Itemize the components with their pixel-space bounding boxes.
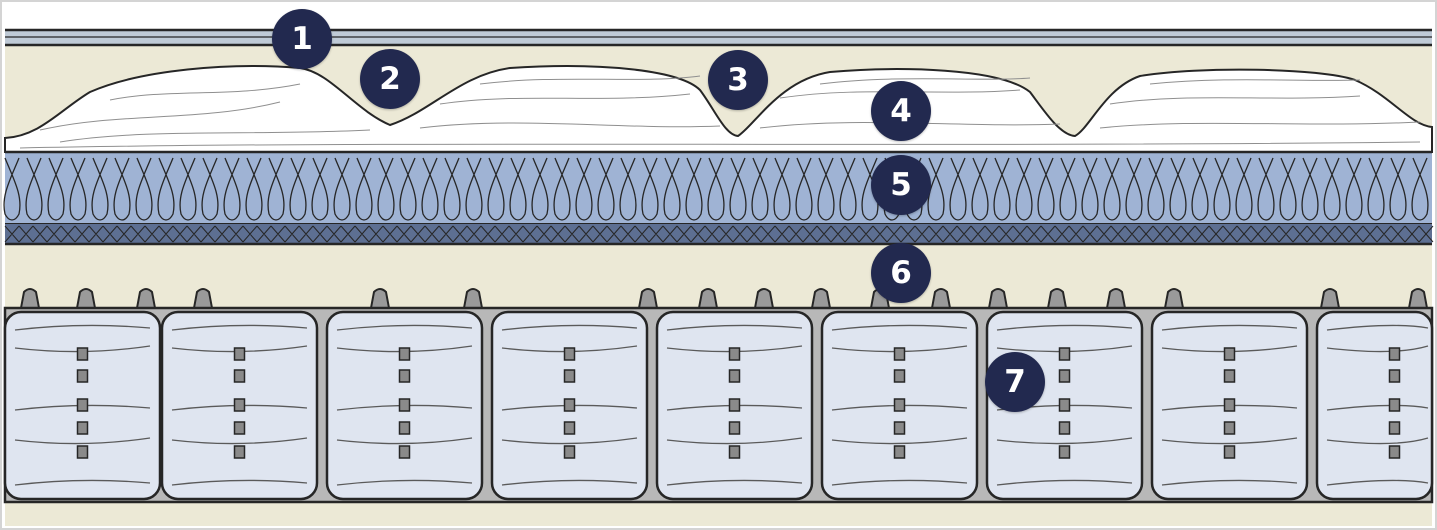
coil-connector-nub [76,288,96,309]
pocket-coil [820,310,979,501]
pocket-coil-layer-graphic [3,306,1434,504]
coil-connector-nub [1320,288,1340,309]
cover-layer-graphic [5,28,1432,47]
layer-marker-6: 6 [871,243,931,303]
pocket-coil [1150,310,1309,501]
layer-marker-2: 2 [360,49,420,109]
coil-connector-nub [1047,288,1067,309]
pocket-coil [325,310,484,501]
coil-connector-nub [20,288,40,309]
coil-connector-nub [136,288,156,309]
coil-connector-nub [370,288,390,309]
foam-layer-graphic [3,150,1432,225]
coil-connector-nub [638,288,658,309]
pocket-coil [1315,310,1434,501]
layer-marker-5: 5 [871,155,931,215]
coil-connector-nub [1164,288,1184,309]
coil-connector-nub [698,288,718,309]
pocket-coil [655,310,814,501]
mesh-layer-graphic [4,224,1434,246]
coil-connector-nub [754,288,774,309]
pocket-coil [490,310,649,501]
coil-connector-nub [988,288,1008,309]
coil-connector-nub [463,288,483,309]
quilted-fiber-layer-graphic [4,65,1433,153]
coil-connector-nub [811,288,831,309]
coil-connector-nub [193,288,213,309]
coil-connector-nub [1106,288,1126,309]
layer-marker-3: 3 [708,50,768,110]
coil-connector-nub [931,288,951,309]
layer-marker-4: 4 [871,81,931,141]
coil-connector-nubs [20,288,1428,309]
layer-marker-1: 1 [272,9,332,69]
coil-connector-nub [1408,288,1428,309]
layer-marker-7: 7 [985,352,1045,412]
pocket-coil [3,310,162,501]
pocket-coil [160,310,319,501]
